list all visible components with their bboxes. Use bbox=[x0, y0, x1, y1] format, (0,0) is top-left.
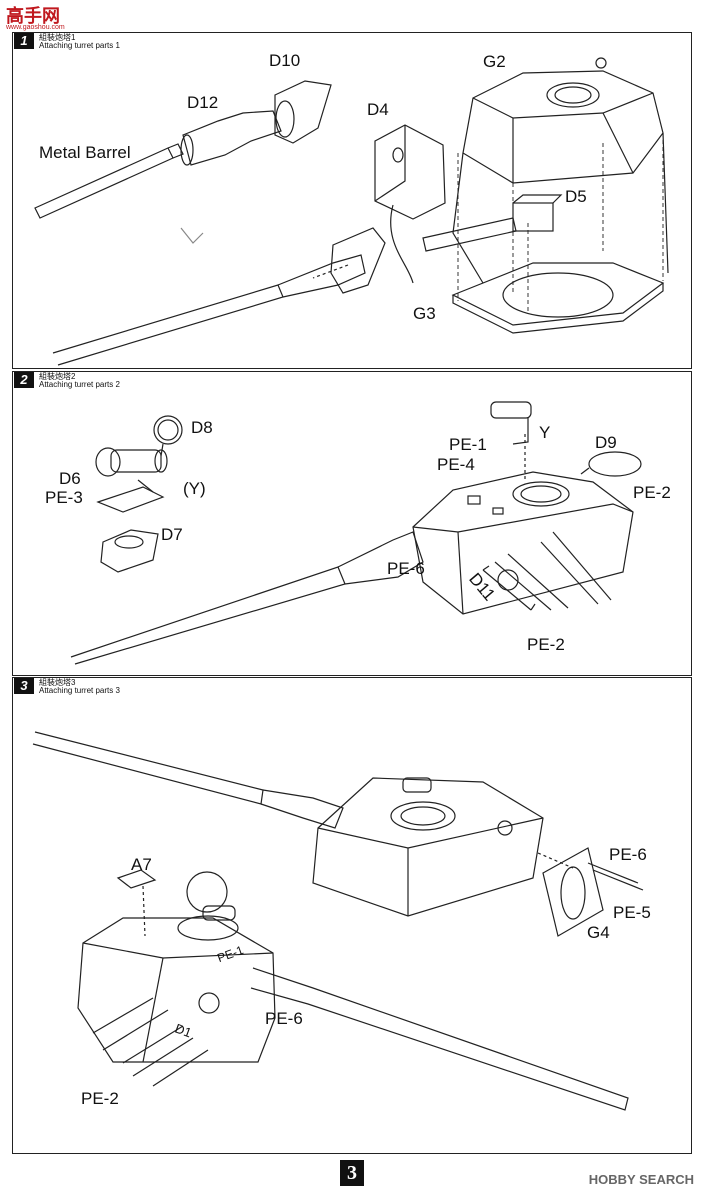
step-number: 2 bbox=[14, 372, 34, 388]
label-g4: G4 bbox=[587, 923, 610, 942]
label-pe2-bottom: PE-2 bbox=[527, 635, 565, 654]
part-d6 bbox=[95, 447, 168, 477]
part-pe3 bbox=[96, 479, 165, 513]
part-g4 bbox=[542, 847, 604, 937]
front-view-barrel bbox=[250, 967, 629, 1111]
label-pe2-top: PE-2 bbox=[633, 483, 671, 502]
label-g2: G2 bbox=[483, 52, 506, 71]
front-view-turret bbox=[77, 915, 276, 1063]
watermark-text: HOBBY SEARCH bbox=[588, 1172, 694, 1187]
step-title-cn: 組裝炮塔2 bbox=[39, 372, 76, 381]
step-title-cn: 組裝炮塔1 bbox=[39, 33, 76, 42]
step-title-en: Attaching turret parts 1 bbox=[39, 41, 120, 50]
part-d10 bbox=[274, 80, 332, 144]
step-2-drawing bbox=[70, 401, 642, 665]
rear-view-turret bbox=[312, 777, 544, 917]
label-pe5: PE-5 bbox=[613, 903, 651, 922]
turret-sight bbox=[490, 401, 532, 480]
label-pe6-lower: PE-6 bbox=[265, 1009, 303, 1028]
label-pe2: PE-2 bbox=[81, 1089, 119, 1108]
label-d7: D7 bbox=[161, 525, 183, 544]
label-y-paren: (Y) bbox=[183, 479, 206, 498]
part-d8 bbox=[153, 415, 183, 457]
assembly-lines bbox=[457, 133, 664, 313]
part-d4 bbox=[374, 124, 446, 284]
label-pe6: PE-6 bbox=[387, 559, 425, 578]
rear-view-barrel bbox=[32, 731, 344, 829]
step-title-cn: 組裝炮塔3 bbox=[39, 678, 76, 687]
part-a7 bbox=[116, 869, 157, 937]
label-d10: D10 bbox=[269, 51, 301, 70]
label-a7: A7 bbox=[131, 855, 152, 874]
label-pe1: PE-1 bbox=[449, 435, 487, 454]
step-3-panel: 3 組裝炮塔3 Attaching turret parts 3 bbox=[12, 677, 692, 1154]
step-3-drawing bbox=[32, 731, 644, 1111]
part-d7 bbox=[100, 529, 159, 573]
step-2-panel: 2 組裝炮塔2 Attaching turret parts 2 bbox=[12, 371, 692, 676]
turret-body bbox=[452, 57, 669, 284]
barrel bbox=[70, 531, 424, 665]
label-y: Y bbox=[539, 423, 551, 442]
assembled-barrel bbox=[52, 227, 386, 366]
step-title-en: Attaching turret parts 2 bbox=[39, 380, 120, 389]
direction-arrow-icon bbox=[180, 227, 204, 244]
watermark-url: www.gaoshou.com bbox=[6, 24, 65, 31]
label-d5: D5 bbox=[565, 187, 587, 206]
label-d8: D8 bbox=[191, 418, 213, 437]
pe2-handles bbox=[482, 531, 612, 611]
part-d12 bbox=[180, 110, 282, 166]
label-d9: D9 bbox=[595, 433, 617, 452]
label-pe6-upper: PE-6 bbox=[609, 845, 647, 864]
page-number: 3 bbox=[340, 1160, 364, 1186]
part-g3 bbox=[451, 262, 665, 334]
part-d9 bbox=[580, 451, 642, 477]
label-metal-barrel: Metal Barrel bbox=[39, 143, 131, 162]
label-d6: D6 bbox=[59, 469, 81, 488]
step-1-panel: 1 組裝炮塔1 Attaching turret parts 1 bbox=[12, 32, 692, 369]
step-number: 3 bbox=[14, 678, 34, 694]
step-title-en: Attaching turret parts 3 bbox=[39, 686, 120, 695]
part-sight-assembly bbox=[186, 871, 236, 921]
label-pe4: PE-4 bbox=[437, 455, 475, 474]
pe2-handles bbox=[92, 997, 209, 1087]
pe5-pe6-rods bbox=[537, 852, 644, 891]
label-d4: D4 bbox=[367, 100, 389, 119]
part-pe1 bbox=[492, 507, 504, 515]
label-g3: G3 bbox=[413, 304, 436, 323]
part-pe4 bbox=[467, 495, 481, 505]
part-d5-gun bbox=[422, 194, 563, 252]
watermark-logo: 高手网 bbox=[6, 6, 60, 27]
step-number: 1 bbox=[14, 33, 34, 49]
step-1-drawing bbox=[34, 57, 669, 366]
label-pe3: PE-3 bbox=[45, 488, 83, 507]
turret-body bbox=[412, 471, 634, 615]
label-d12: D12 bbox=[187, 93, 219, 112]
